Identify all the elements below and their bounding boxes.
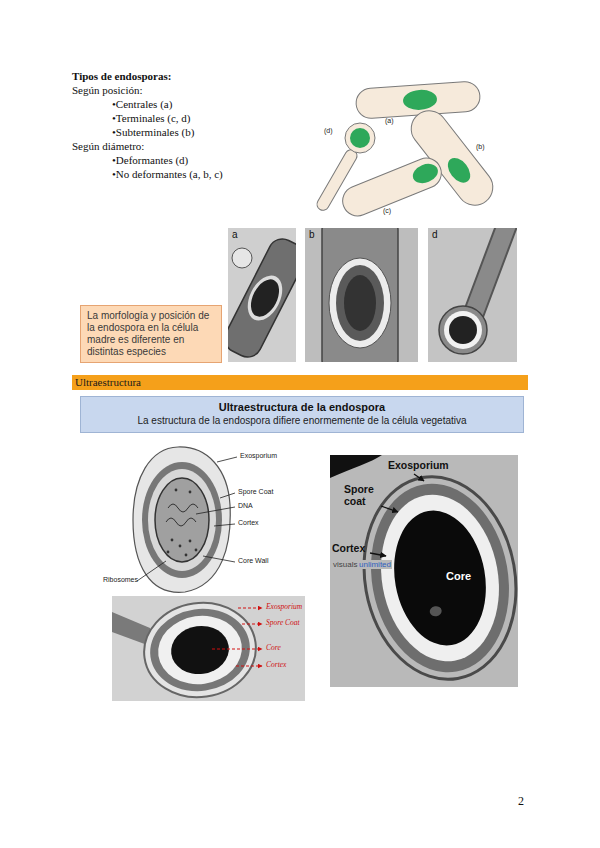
box-heading: Ultraestructura de la endospora <box>87 400 517 414</box>
spore <box>410 160 441 186</box>
micrograph-large <box>330 455 518 687</box>
cortex <box>148 469 216 571</box>
part-label: Core <box>266 644 281 653</box>
exosporium <box>138 596 262 701</box>
part-label: DNA <box>238 502 253 510</box>
micrograph <box>112 596 305 701</box>
core-spot <box>429 605 443 617</box>
rod-cell <box>472 228 508 318</box>
figure-letter: (c) <box>383 207 391 215</box>
cortex <box>154 610 247 689</box>
ribosomes <box>167 489 198 557</box>
part-label: Exosporium <box>240 452 277 460</box>
leader-lines <box>137 457 237 581</box>
subheading: Según posición: <box>72 84 143 97</box>
micrograph <box>428 228 517 362</box>
box-heading: La morfología y posición de la endospora… <box>87 310 215 358</box>
box-heading: Ultraestructura <box>75 375 525 389</box>
core <box>168 622 232 678</box>
part-label: Spore Coat <box>266 619 300 628</box>
stalk <box>112 612 150 646</box>
spore-coat <box>142 462 222 578</box>
part-label: Spore Coat <box>238 488 273 496</box>
exosporium <box>133 447 230 592</box>
part-label: Exosporium <box>266 603 302 612</box>
micrograph <box>305 228 418 362</box>
section-bar: Ultraestructura <box>72 375 528 390</box>
figure-letter: (d) <box>324 127 333 135</box>
page-number: 2 <box>518 795 524 809</box>
figure-letter: (a) <box>385 117 394 125</box>
spore-core <box>449 316 477 344</box>
watermark: visuals <box>332 560 358 569</box>
spore-cortex <box>444 311 482 349</box>
spore-rim <box>329 258 391 348</box>
spore-core <box>344 275 376 331</box>
red-pointers <box>212 608 262 666</box>
rod-cell <box>472 228 508 318</box>
spore <box>350 128 370 148</box>
cell-terminal <box>338 154 446 221</box>
spore-core <box>245 275 285 322</box>
cortex <box>368 485 511 671</box>
spore <box>443 154 474 187</box>
cell-central <box>355 81 481 120</box>
cell-deforming <box>315 123 375 212</box>
list-item: •No deformantes (a, b, c) <box>112 168 223 181</box>
part-label: Spore coat <box>344 483 384 507</box>
rod-cell <box>228 234 296 362</box>
spore-cortex <box>336 265 384 341</box>
list-item: •Deformantes (d) <box>112 154 188 167</box>
part-label: Cortex <box>332 542 365 554</box>
part-label: Cortex <box>266 661 286 670</box>
heading: Tipos de endosporas: <box>72 70 171 83</box>
spore <box>402 89 437 111</box>
photo-dark <box>330 455 382 478</box>
cell-body <box>404 104 500 213</box>
core <box>384 503 496 653</box>
spore-coat <box>145 602 255 697</box>
core <box>155 478 209 562</box>
endospore-schematic <box>133 447 237 592</box>
cell-body <box>338 154 446 221</box>
subheading: Según diámetro: <box>72 140 144 153</box>
photo-ground <box>112 596 305 701</box>
micrograph <box>228 228 296 362</box>
cell-subterminal <box>404 104 500 213</box>
title-box: Ultraestructura de la endosporaLa estruc… <box>80 396 524 433</box>
note-box: La morfología y posición de la endospora… <box>80 305 222 363</box>
cell-swelling <box>345 123 375 153</box>
part-label: Ribosomes <box>103 576 138 584</box>
spore-coat <box>357 473 518 684</box>
watermark: unlimited <box>358 560 392 569</box>
part-label: Exosporium <box>388 459 449 471</box>
list-item: •Subterminales (b) <box>112 126 194 139</box>
pointer-arrows <box>370 474 424 556</box>
cell-body <box>355 81 481 120</box>
cell-body <box>315 148 359 213</box>
list-item: •Terminales (c, d) <box>112 112 191 125</box>
photo-letter: a <box>232 229 238 241</box>
part-label: Cortex <box>238 519 259 527</box>
part-label: Core <box>446 570 471 583</box>
part-label: Core Wall <box>238 557 268 565</box>
rod-cell <box>322 228 398 362</box>
list-item: •Centrales (a) <box>112 98 172 111</box>
spore-rim <box>241 270 290 326</box>
photo-letter: d <box>432 229 438 241</box>
exosporium <box>348 465 518 687</box>
spore-coat <box>439 306 487 354</box>
photo-blob <box>232 248 252 268</box>
figure-letter: (b) <box>476 143 485 151</box>
box-text: La estructura de la endospora difiere en… <box>87 414 517 427</box>
photo-letter: b <box>309 229 315 241</box>
dna <box>166 504 198 526</box>
